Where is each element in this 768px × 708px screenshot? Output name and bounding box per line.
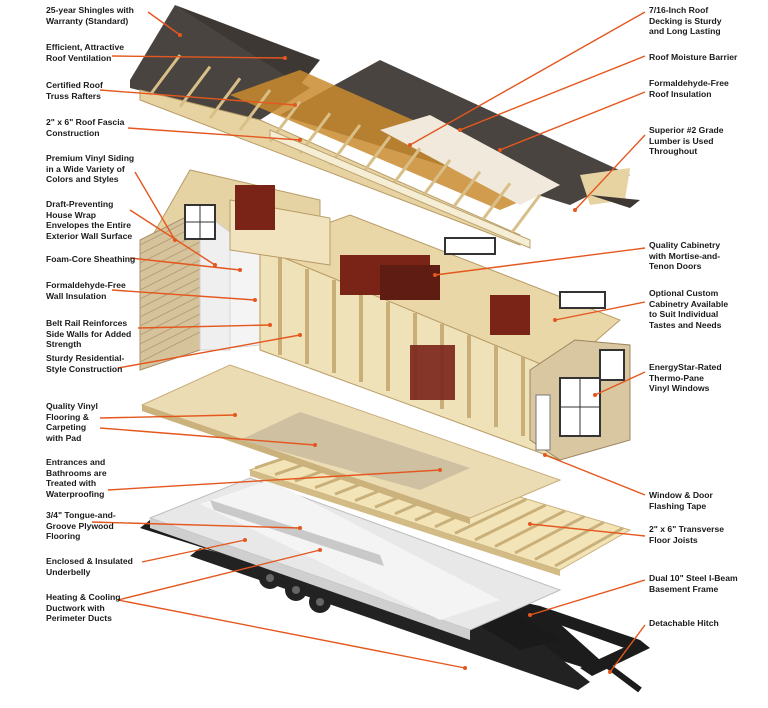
leader-line: [459, 55, 646, 131]
leader-line: [117, 599, 466, 669]
leader-tip: [528, 522, 532, 526]
leader-line: [127, 127, 301, 141]
wall-section: [139, 169, 631, 461]
leader-tip: [298, 333, 302, 337]
leader-line: [529, 579, 646, 616]
label-vinyl-flooring: Quality Vinyl Flooring & Carpeting with …: [46, 401, 98, 443]
roof: [130, 5, 640, 249]
leader-line: [141, 539, 246, 563]
label-moisture-barrier: Roof Moisture Barrier: [649, 52, 738, 62]
label-roof-insulation: Formaldehyde-Free Roof Insulation: [649, 78, 729, 99]
label-hitch: Detachable Hitch: [649, 618, 719, 628]
leader-line: [117, 334, 301, 369]
leader-line: [99, 427, 316, 446]
label-floor-joists: 2" x 6" Transverse Floor Joists: [649, 524, 725, 545]
leader-tip: [463, 666, 467, 670]
leader-tip: [283, 56, 287, 60]
leader-line: [409, 11, 646, 146]
label-plywood-flooring: 3/4" Tongue-and- Groove Plywood Flooring: [46, 510, 116, 542]
subfloor: [140, 364, 562, 524]
label-grade-lumber: Superior #2 Grade Lumber is Used Through…: [649, 125, 724, 157]
leader-tip: [318, 548, 322, 552]
leader-line: [147, 11, 181, 36]
label-house-wrap: Draft-Preventing House Wrap Envelopes th…: [46, 199, 133, 241]
label-belt-rail: Belt Rail Reinforces Side Walls for Adde…: [46, 318, 132, 350]
label-roof-fascia: 2" x 6" Roof Fascia Construction: [46, 117, 125, 138]
leader-tip: [498, 148, 502, 152]
label-foam-sheathing: Foam-Core Sheathing: [46, 254, 136, 264]
leader-tip: [293, 103, 297, 107]
leader-tip: [233, 413, 237, 417]
leader-line: [137, 324, 271, 329]
leader-line: [499, 91, 646, 151]
leader-line: [91, 521, 301, 529]
leader-line: [129, 257, 241, 271]
leader-tip: [458, 128, 462, 132]
label-cabinetry: Quality Cabinetry with Mortise-and- Teno…: [649, 240, 721, 272]
leader-line: [111, 289, 256, 301]
leader-tip: [433, 273, 437, 277]
label-wall-insulation: Formaldehyde-Free Wall Insulation: [46, 280, 126, 301]
leader-line: [134, 171, 176, 241]
leader-tip: [298, 138, 302, 142]
leader-line: [99, 89, 296, 106]
leader-tip: [608, 670, 612, 674]
leader-tip: [528, 613, 532, 617]
leader-tip: [298, 526, 302, 530]
leader-line: [434, 247, 646, 276]
label-windows: EnergyStar-Rated Thermo-Pane Vinyl Windo…: [649, 362, 722, 394]
label-waterproofing: Entrances and Bathrooms are Treated with…: [46, 457, 107, 499]
leader-line: [609, 624, 646, 673]
leader-tip: [553, 318, 557, 322]
leader-line: [111, 55, 286, 59]
leader-line: [574, 134, 646, 211]
underbelly: [148, 477, 562, 640]
leader-line: [107, 469, 441, 491]
leader-tip: [573, 208, 577, 212]
label-flashing-tape: Window & Door Flashing Tape: [649, 490, 713, 511]
leader-tip: [268, 323, 272, 327]
label-roof-decking: 7/16-Inch Roof Decking is Sturdy and Lon…: [649, 5, 722, 37]
leader-tip: [213, 263, 217, 267]
leader-line: [529, 523, 646, 537]
leader-line: [129, 209, 216, 266]
label-steel-frame: Dual 10" Steel I-Beam Basement Frame: [649, 573, 738, 594]
leader-tip: [178, 33, 182, 37]
label-underbelly: Enclosed & Insulated Underbelly: [46, 556, 133, 577]
leader-lines: [91, 11, 646, 674]
label-roof-ventilation: Efficient, Attractive Roof Ventilation: [46, 42, 124, 63]
label-truss-rafters: Certified Roof Truss Rafters: [46, 80, 103, 101]
label-custom-cabinetry: Optional Custom Cabinetry Available to S…: [649, 288, 729, 330]
label-shingles: 25-year Shingles with Warranty (Standard…: [46, 5, 134, 26]
leader-tip: [238, 268, 242, 272]
leader-tip: [253, 298, 257, 302]
leader-line: [544, 454, 646, 496]
label-residential-construction: Sturdy Residential- Style Construction: [46, 353, 125, 374]
label-ductwork: Heating & Cooling Ductwork with Perimete…: [46, 592, 121, 624]
leader-line: [99, 414, 236, 419]
leader-tip: [243, 538, 247, 542]
leader-line: [594, 371, 646, 396]
leader-line: [117, 549, 321, 601]
leader-line: [554, 301, 646, 321]
leader-tip: [408, 143, 412, 147]
leader-tip: [438, 468, 442, 472]
leader-tip: [313, 443, 317, 447]
leader-tip: [593, 393, 597, 397]
leader-tip: [543, 453, 547, 457]
label-vinyl-siding: Premium Vinyl Siding in a Wide Variety o…: [46, 153, 135, 185]
